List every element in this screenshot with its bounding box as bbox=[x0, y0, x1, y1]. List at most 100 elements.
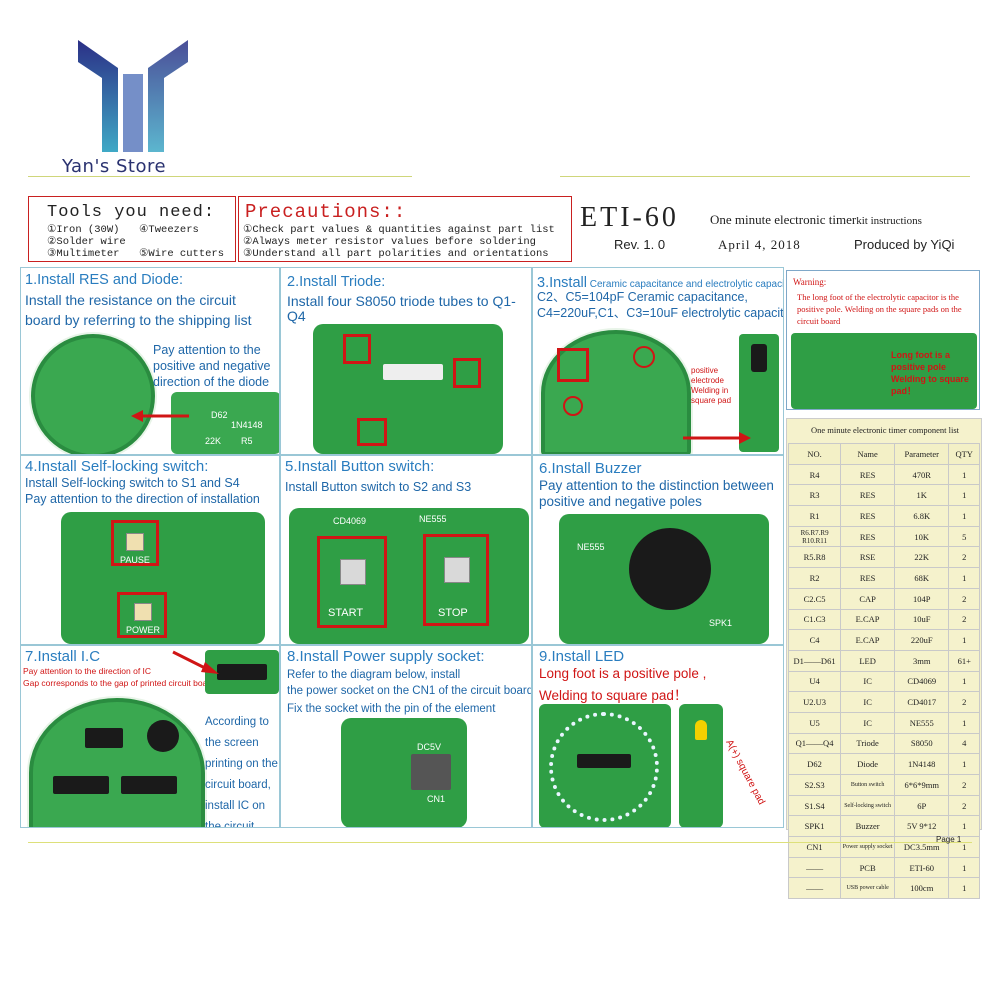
table-cell: R3 bbox=[787, 484, 842, 507]
table-cell: Diode bbox=[840, 753, 896, 775]
step-2-title: 2.Install Triode: bbox=[287, 274, 386, 290]
table-cell: S8050 bbox=[894, 732, 950, 755]
table-cell: 1 bbox=[948, 836, 980, 858]
table-cell: 104P bbox=[894, 587, 950, 610]
label-d62: D62 bbox=[211, 410, 228, 420]
electrolytic-capacitor-icon bbox=[751, 344, 767, 372]
table-cell: 1N4148 bbox=[894, 753, 950, 775]
step-7-title: 7.Install I.C bbox=[25, 648, 101, 665]
step-9-led-photo bbox=[679, 704, 723, 827]
revision-date: April 4, 2018 bbox=[718, 237, 801, 252]
table-cell: 6.8K bbox=[894, 505, 950, 527]
step-1-arrow-icon bbox=[131, 410, 189, 422]
table-cell: U5 bbox=[787, 711, 842, 734]
step-9-title: 9.Install LED bbox=[539, 648, 625, 665]
table-cell: IC bbox=[840, 670, 896, 693]
button-switch-icon bbox=[444, 557, 470, 583]
table-cell: D1——D61 bbox=[787, 649, 842, 672]
step-5-panel: 5.Install Button switch: Install Button … bbox=[280, 455, 532, 645]
led-ring-icon bbox=[549, 712, 659, 822]
step-3-pcb-photo bbox=[539, 328, 693, 454]
table-cell: 5V 9*12 bbox=[894, 815, 950, 838]
step-8-line-2: the power socket on the CN1 of the circu… bbox=[287, 685, 532, 697]
table-cell: 3mm bbox=[894, 649, 950, 672]
table-cell: RES bbox=[840, 463, 896, 486]
step-3-pad-note: positive electrode Welding in square pad bbox=[691, 366, 732, 405]
ic-chip-icon bbox=[217, 664, 267, 680]
table-cell: D62 bbox=[787, 753, 842, 775]
tools-title: Tools you need: bbox=[47, 203, 216, 222]
step-1-body: Install the resistance on the circuit bo… bbox=[25, 292, 252, 328]
label-cd4069: CD4069 bbox=[333, 516, 367, 526]
footer-rule bbox=[28, 842, 972, 843]
table-cell: 61+ bbox=[948, 649, 980, 672]
table-cell: 1 bbox=[948, 505, 980, 527]
table-cell: S2.S3 bbox=[787, 774, 842, 796]
step-2-highlight bbox=[453, 358, 481, 388]
step-9-annotation: A(+) square pad bbox=[723, 738, 767, 807]
tool-iron: ①Iron (30W) bbox=[47, 224, 120, 236]
table-cell: LED bbox=[840, 649, 896, 672]
precaution-1: ①Check part values & quantities against … bbox=[243, 224, 555, 236]
table-cell: RSE bbox=[840, 546, 896, 569]
table-cell: 2 bbox=[948, 608, 980, 631]
table-cell: CD4069 bbox=[894, 670, 950, 693]
step-1-closeup-photo: D62 1N4148 22K R5 bbox=[171, 392, 279, 454]
self-locking-switch-icon bbox=[134, 603, 152, 621]
step-5-pcb-photo: CD4069 NE555 START STOP bbox=[289, 508, 529, 644]
step-3-title-lead: 3.Install bbox=[537, 275, 587, 291]
store-name: Yan's Store bbox=[62, 156, 167, 177]
table-cell: 2 bbox=[948, 691, 980, 713]
table-cell: C1.C3 bbox=[787, 608, 842, 631]
buzzer-icon bbox=[147, 720, 179, 752]
step-8-pcb-photo: DC5V CN1 bbox=[341, 718, 467, 827]
label-stop: STOP bbox=[438, 607, 468, 619]
table-cell: 1 bbox=[948, 567, 980, 589]
table-cell: Button switch bbox=[840, 774, 896, 796]
table-cell: 6P bbox=[894, 794, 950, 817]
tool-tweezers: ④Tweezers bbox=[139, 224, 199, 236]
table-cell: 1 bbox=[948, 753, 980, 775]
table-cell: R1 bbox=[787, 505, 842, 527]
table-cell: 1K bbox=[894, 484, 950, 507]
step-3-arrow-icon bbox=[683, 432, 751, 444]
ic-chip-icon bbox=[85, 728, 123, 748]
label-spk1: SPK1 bbox=[709, 618, 733, 628]
table-cell: 1 bbox=[948, 629, 980, 651]
precautions-title: Precautions:: bbox=[245, 201, 407, 223]
tool-cutters: ⑤Wire cutters bbox=[139, 248, 225, 260]
table-cell: 1 bbox=[948, 670, 980, 693]
table-cell: —— bbox=[787, 877, 842, 900]
table-cell: 1 bbox=[948, 877, 980, 900]
step-6-title: 6.Install Buzzer bbox=[539, 460, 642, 477]
label-pause: PAUSE bbox=[120, 555, 150, 565]
label-22k: 22K bbox=[205, 436, 222, 446]
step-7-pcb-photo bbox=[27, 696, 207, 827]
step-5-line-1: Install Button switch to S2 and S3 bbox=[285, 480, 472, 494]
table-cell: NE555 bbox=[894, 711, 950, 734]
table-cell: CAP bbox=[840, 587, 896, 610]
table-cell: U4 bbox=[787, 670, 842, 693]
col-qty: QTY bbox=[948, 443, 980, 465]
step-7-arrow-icon bbox=[172, 650, 219, 674]
warning-photo-note: Long foot is a positive pole Welding to … bbox=[891, 350, 969, 396]
table-cell: 10K bbox=[894, 525, 950, 548]
step-2-pcb-photo bbox=[313, 324, 503, 454]
step-3-panel: 3.Install Ceramic capacitance and electr… bbox=[532, 267, 784, 455]
table-cell: R4 bbox=[787, 463, 842, 486]
table-cell: 100cm bbox=[894, 877, 950, 900]
col-no: NO. bbox=[787, 443, 842, 465]
step-4-panel: 4.Install Self-locking switch: Install S… bbox=[20, 455, 280, 645]
table-cell: U2.U3 bbox=[787, 691, 842, 713]
step-7-side-note: According to the screen printing on the … bbox=[205, 716, 278, 828]
